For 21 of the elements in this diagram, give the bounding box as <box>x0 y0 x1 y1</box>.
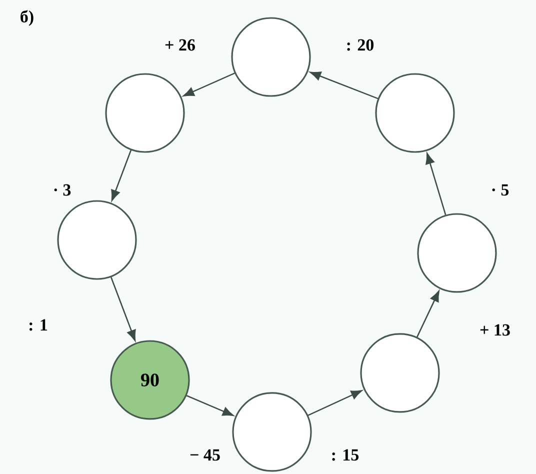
arrow <box>183 72 235 96</box>
empty-circle <box>105 73 185 153</box>
operation-label: : 20 <box>344 38 376 52</box>
operation-label: − 45 <box>188 448 222 462</box>
arrow <box>416 290 440 338</box>
arrow <box>426 152 446 216</box>
arrow <box>308 390 362 416</box>
operation-label: : 1 <box>27 318 49 332</box>
arrow <box>186 395 234 416</box>
empty-circle <box>375 73 455 153</box>
arrow <box>110 276 136 341</box>
arrow <box>111 150 132 201</box>
arrow <box>310 72 378 100</box>
empty-circle <box>231 17 311 97</box>
empty-circle <box>360 333 440 413</box>
empty-circle <box>417 213 497 293</box>
panel-label: б) <box>20 10 34 26</box>
empty-circle <box>57 200 137 280</box>
operation-label: + 26 <box>164 38 196 52</box>
empty-circle <box>232 392 312 472</box>
operation-label: + 13 <box>478 323 512 337</box>
